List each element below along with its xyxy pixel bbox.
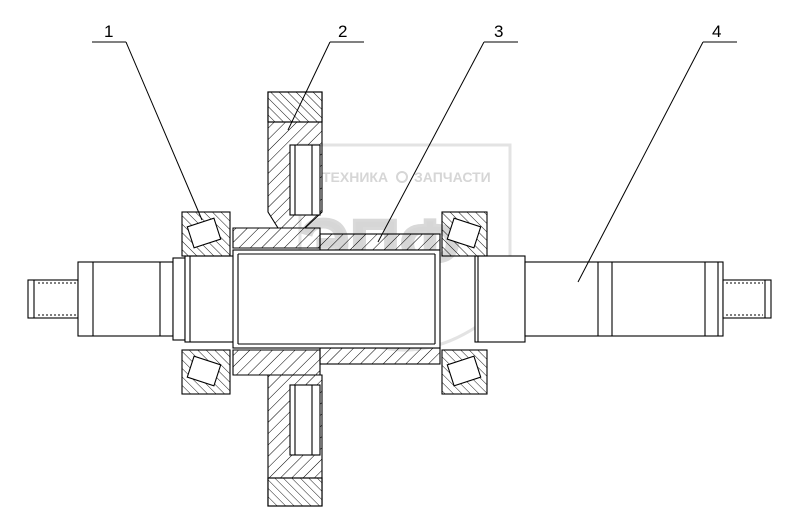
callout-2: 2 [338,22,347,41]
shaft-right-thread [722,279,772,319]
callout-3: 3 [494,22,503,41]
callout-1: 1 [104,22,113,41]
shaft [27,255,772,343]
bearing-left-top [181,211,231,257]
bearing-right-bottom [441,349,488,395]
callout-leaders [92,41,737,283]
gear [232,91,323,507]
shaft-left-body [77,261,174,337]
sleeve [232,233,441,365]
shaft-left-thread [27,279,79,319]
callout-4: 4 [712,22,721,41]
shaft-right-body [524,261,724,337]
gear-icon [396,171,408,183]
watermark-tagline-right: ЗАПЧАСТИ [414,169,491,185]
bearing-left-bottom [181,349,231,395]
bearing-right-top [441,211,488,257]
callout-labels: 1 2 3 4 [104,22,721,41]
watermark-tagline-left: ТЕХНИКА [322,169,388,185]
bearings [181,211,488,395]
